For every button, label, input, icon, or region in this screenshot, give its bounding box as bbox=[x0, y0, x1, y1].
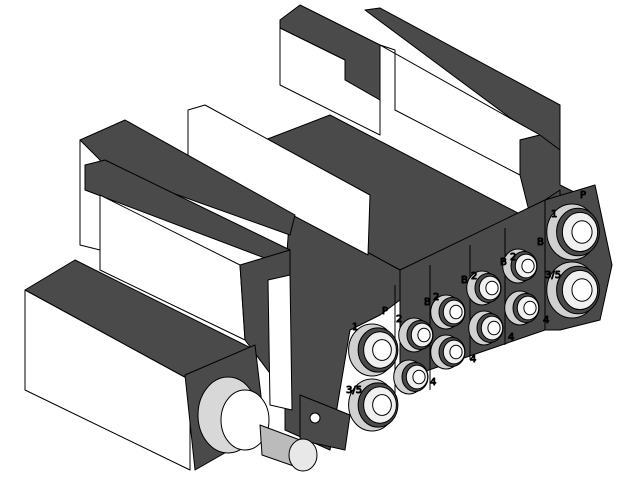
label-1-left: 1 bbox=[352, 322, 358, 333]
push-in-fitting bbox=[348, 323, 399, 377]
label-b-4: B bbox=[537, 237, 544, 248]
label-3-5-right: 3/5 bbox=[545, 270, 561, 281]
label-b-1: B bbox=[424, 297, 431, 308]
label-4-1: 4 bbox=[430, 377, 436, 388]
push-in-fitting bbox=[393, 359, 429, 395]
push-in-fitting bbox=[466, 270, 502, 306]
fittings bbox=[348, 203, 600, 432]
connector-fitting bbox=[197, 376, 318, 472]
label-b-2: B bbox=[461, 275, 468, 286]
label-4-4: 4 bbox=[543, 315, 549, 326]
push-in-fitting bbox=[468, 310, 504, 346]
label-p-right: P bbox=[580, 190, 586, 201]
push-in-fitting bbox=[504, 290, 540, 326]
label-2-3: 2 bbox=[471, 271, 477, 282]
label-b-3: B bbox=[500, 257, 507, 268]
label-1-right: 1 bbox=[551, 209, 557, 220]
push-in-fitting bbox=[398, 317, 434, 353]
push-in-fitting bbox=[546, 261, 600, 319]
push-in-fitting bbox=[430, 294, 466, 330]
label-2-2: 2 bbox=[433, 292, 439, 303]
push-in-fitting bbox=[546, 203, 600, 261]
label-4-2: 4 bbox=[470, 354, 476, 365]
push-in-fitting bbox=[502, 248, 538, 284]
label-2-1: 2 bbox=[396, 314, 402, 325]
label-3-5-left: 3/5 bbox=[346, 385, 362, 396]
label-4-3: 4 bbox=[508, 332, 514, 343]
push-in-fitting bbox=[348, 378, 399, 432]
label-p-left: P bbox=[382, 306, 388, 317]
nameplate bbox=[187, 104, 371, 256]
port-labels: P 1 3/5 P 1 3/5 B B B B 2 2 2 2 4 4 4 4 bbox=[346, 190, 587, 397]
label-2-4: 2 bbox=[510, 252, 516, 263]
push-in-fitting bbox=[430, 334, 466, 370]
